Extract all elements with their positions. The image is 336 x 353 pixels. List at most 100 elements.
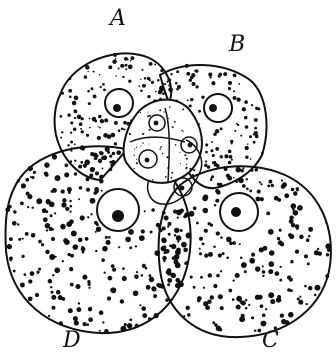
yolk-granule <box>172 126 174 128</box>
yolk-granule <box>165 249 170 254</box>
yolk-granule <box>92 167 95 170</box>
yolk-granule <box>190 276 193 279</box>
yolk-granule <box>265 308 267 310</box>
yolk-granule <box>54 212 56 214</box>
yolk-granule <box>254 127 257 130</box>
yolk-granule <box>111 264 115 268</box>
yolk-granule <box>96 226 102 232</box>
yolk-granule <box>220 155 224 159</box>
yolk-granule <box>45 210 48 213</box>
yolk-granule <box>205 151 208 154</box>
yolk-granule <box>255 295 260 300</box>
yolk-granule <box>260 321 266 327</box>
yolk-granule <box>169 244 172 247</box>
yolk-granule <box>69 267 73 271</box>
yolk-granule <box>87 90 90 93</box>
yolk-granule <box>21 183 26 188</box>
yolk-granule <box>90 198 96 204</box>
yolk-granule <box>141 306 146 311</box>
yolk-granule <box>242 184 246 188</box>
yolk-granule <box>147 95 150 98</box>
yolk-granule <box>180 163 181 164</box>
yolk-granule <box>204 229 208 233</box>
yolk-granule <box>27 206 29 208</box>
yolk-granule <box>180 229 183 232</box>
yolk-granule <box>179 152 180 153</box>
yolk-granule <box>168 233 171 236</box>
yolk-granule <box>162 211 166 215</box>
yolk-granule <box>175 82 178 85</box>
yolk-granule <box>218 253 222 257</box>
yolk-granule <box>104 134 106 136</box>
yolk-granule <box>89 118 91 120</box>
yolk-granule <box>74 96 79 101</box>
yolk-granule <box>185 168 186 169</box>
yolk-granule <box>224 166 226 168</box>
yolk-granule <box>26 178 30 182</box>
yolk-granule <box>202 242 205 245</box>
yolk-granule <box>236 168 240 172</box>
yolk-granule <box>125 68 127 70</box>
yolk-granule <box>36 198 42 204</box>
yolk-granule <box>21 255 24 258</box>
yolk-granule <box>244 116 248 120</box>
yolk-granule <box>228 150 232 154</box>
yolk-granule <box>183 248 188 253</box>
yolk-granule <box>170 73 172 75</box>
yolk-granule <box>240 256 243 259</box>
yolk-granule <box>30 271 35 276</box>
yolk-granule <box>236 304 241 309</box>
yolk-granule <box>118 129 121 132</box>
yolk-granule <box>60 137 62 139</box>
yolk-granule <box>288 312 294 318</box>
yolk-granule <box>153 294 157 298</box>
yolk-granule <box>64 239 70 245</box>
yolk-granule <box>142 142 143 143</box>
yolk-granule <box>9 259 12 262</box>
yolk-granule <box>107 151 110 154</box>
yolk-granule <box>147 115 149 117</box>
yolk-granule <box>181 242 187 248</box>
yolk-granule <box>33 171 36 174</box>
yolk-granule <box>54 267 60 273</box>
yolk-granule <box>151 208 155 212</box>
yolk-granule <box>163 83 165 85</box>
yolk-granule <box>186 233 192 239</box>
yolk-granule <box>64 172 69 177</box>
label-c: C <box>262 328 279 353</box>
yolk-granule <box>82 275 87 280</box>
yolk-granule <box>89 127 91 129</box>
yolk-granule <box>79 186 83 190</box>
yolk-granule <box>90 213 92 215</box>
yolk-granule <box>70 141 73 144</box>
yolk-granule <box>18 238 21 241</box>
yolk-granule <box>279 266 281 268</box>
yolk-granule <box>149 115 151 117</box>
yolk-granule <box>58 295 63 300</box>
yolk-granule <box>192 174 194 176</box>
yolk-granule <box>100 119 104 123</box>
yolk-granule <box>216 164 220 168</box>
yolk-granule <box>275 271 280 276</box>
yolk-granule <box>115 58 117 60</box>
yolk-granule <box>177 216 179 218</box>
yolk-granule <box>277 198 281 202</box>
yolk-granule <box>233 74 237 78</box>
yolk-granule <box>61 92 64 95</box>
yolk-granule <box>95 171 99 175</box>
yolk-granule <box>193 169 195 171</box>
yolk-granule <box>148 317 152 321</box>
yolk-granule <box>153 288 156 291</box>
yolk-granule <box>93 94 97 98</box>
yolk-granule <box>267 184 270 187</box>
yolk-granule <box>43 217 48 222</box>
yolk-granule <box>91 87 94 90</box>
yolk-granule <box>249 258 255 264</box>
yolk-granule <box>216 190 221 195</box>
yolk-granule <box>241 301 246 306</box>
yolk-granule <box>307 262 310 265</box>
yolk-granule <box>64 163 68 167</box>
yolk-granule <box>260 197 264 201</box>
yolk-granule <box>269 250 275 256</box>
